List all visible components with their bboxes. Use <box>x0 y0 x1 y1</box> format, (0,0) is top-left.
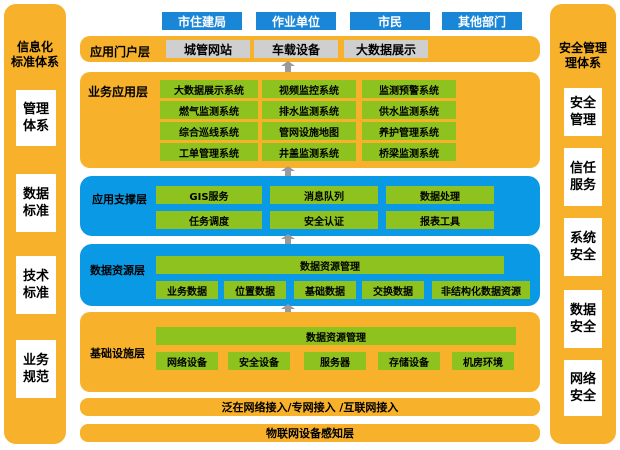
business-item: 大数据展示系统 <box>160 80 258 98</box>
right-security-panel: 安全管理 理体系 安全 管理 信任 服务 系统 安全 数据 安全 网络 安全 <box>550 4 616 444</box>
infra-item: 网络设备 <box>156 352 218 370</box>
user-other-departments: 其他部门 <box>442 12 522 30</box>
business-item: 监测预警系统 <box>362 80 456 98</box>
data-resource-layer-label: 数据资源层 <box>90 264 145 277</box>
business-item: 综合巡线系统 <box>160 122 258 140</box>
business-item: 供水监测系统 <box>362 101 456 119</box>
right-item-data-security: 数据 安全 <box>564 290 602 348</box>
portal-layer-label: 应用门户层 <box>90 45 151 59</box>
portal-item-vehicle-device: 车载设备 <box>254 40 338 58</box>
business-item: 工单管理系统 <box>160 143 258 161</box>
iot-sensing-layer-bar: 物联网设备感知层 <box>80 424 540 442</box>
support-item: 数据处理 <box>386 186 494 204</box>
infrastructure-layer-label: 基础设施层 <box>90 347 145 360</box>
data-resource-management-title: 数据资源管理 <box>156 256 504 274</box>
portal-item-big-data-display: 大数据展示 <box>344 40 428 58</box>
infra-item: 服务器 <box>304 352 366 370</box>
left-panel-title: 信息化 标准体系 <box>10 40 59 69</box>
business-item: 养护管理系统 <box>362 122 456 140</box>
right-item-network-security: 网络 安全 <box>564 360 602 416</box>
business-layer-label: 业务应用层 <box>88 85 149 99</box>
user-city-housing-bureau: 市住建局 <box>162 12 242 30</box>
business-item: 燃气监测系统 <box>160 101 258 119</box>
business-item: 管网设施地图 <box>262 122 356 140</box>
data-resource-item: 非结构化数据资源 <box>432 281 530 299</box>
business-item: 视频监控系统 <box>262 80 356 98</box>
infra-item: 机房环境 <box>452 352 514 370</box>
infra-resource-management-title: 数据资源管理 <box>156 327 516 345</box>
support-layer-label: 应用支撑层 <box>92 193 147 206</box>
right-item-system-security: 系统 安全 <box>564 218 602 276</box>
business-item: 井盖监测系统 <box>262 143 356 161</box>
business-item: 排水监测系统 <box>262 101 356 119</box>
left-item-tech-standard: 技术 标准 <box>16 256 56 314</box>
business-item: 桥梁监测系统 <box>362 143 456 161</box>
right-item-trust-service: 信任 服务 <box>564 148 602 206</box>
support-item: GIS服务 <box>156 186 262 204</box>
user-operation-unit: 作业单位 <box>256 12 336 30</box>
infra-item: 安全设备 <box>228 352 290 370</box>
data-resource-item: 业务数据 <box>156 281 218 299</box>
data-resource-item: 基础数据 <box>294 281 356 299</box>
left-item-data-standard: 数据 标准 <box>16 174 56 232</box>
infra-item: 存储设备 <box>378 352 440 370</box>
support-item: 安全认证 <box>270 211 378 229</box>
left-item-business-spec: 业务 规范 <box>16 340 56 398</box>
support-item: 报表工具 <box>386 211 494 229</box>
user-citizen: 市民 <box>350 12 430 30</box>
support-item: 任务调度 <box>156 211 262 229</box>
portal-item-city-website: 城管网站 <box>166 40 250 58</box>
network-access-bar: 泛在网络接入/专网接入 /互联网接入 <box>80 398 540 416</box>
support-item: 消息队列 <box>270 186 378 204</box>
left-standards-panel: 信息化 标准体系 管理 体系 数据 标准 技术 标准 业务 规范 <box>4 4 66 444</box>
data-resource-item: 位置数据 <box>224 281 286 299</box>
right-panel-title: 安全管理 理体系 <box>558 41 607 70</box>
left-item-management-system: 管理 体系 <box>16 90 56 146</box>
data-resource-item: 交换数据 <box>362 281 424 299</box>
right-item-security-management: 安全 管理 <box>564 88 602 136</box>
